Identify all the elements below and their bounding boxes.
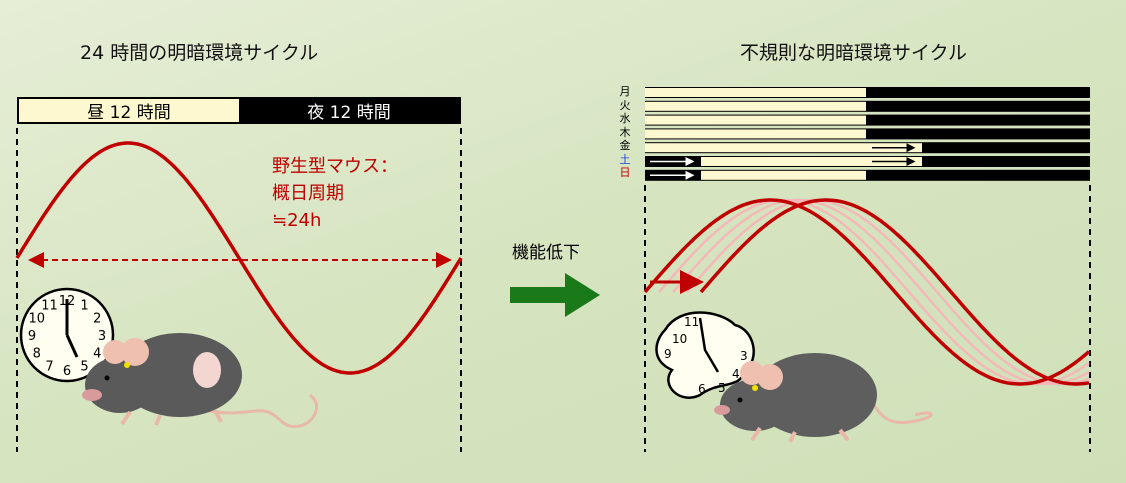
clock-number: 2 bbox=[93, 312, 101, 327]
day-segment bbox=[645, 88, 866, 97]
svg-text:9: 9 bbox=[664, 347, 672, 361]
night-segment: 夜 12 時間 bbox=[239, 99, 459, 123]
light-dark-bar: 昼 12 時間 夜 12 時間 bbox=[17, 97, 461, 124]
svg-text:6: 6 bbox=[698, 382, 706, 396]
clock-number: 8 bbox=[33, 347, 41, 362]
weekday-tue: 火 bbox=[619, 98, 631, 112]
intermediate-rhythm-curve bbox=[686, 198, 1090, 386]
svg-text:4: 4 bbox=[732, 367, 740, 381]
shifted-rhythm-curves bbox=[643, 198, 1091, 386]
day-segment bbox=[701, 170, 866, 180]
weekday-labels: 月 火 水 木 金 土 日 bbox=[618, 85, 632, 180]
svg-text:11: 11 bbox=[684, 315, 699, 329]
night-label: 夜 12 時間 bbox=[307, 103, 391, 123]
clock-icon: 121234567891011 bbox=[19, 287, 115, 383]
distorted-clock-icon: 10 11 34 56 9 bbox=[655, 311, 755, 399]
mouse-illustration bbox=[82, 333, 318, 429]
mouse-illustration bbox=[714, 353, 933, 443]
night-segment bbox=[645, 87, 1090, 98]
left-title: 24 時間の明暗環境サイクル bbox=[80, 42, 319, 64]
clock-number: 10 bbox=[28, 312, 45, 327]
right-title: 不規則な明暗環境サイクル bbox=[740, 42, 968, 64]
svg-text:3: 3 bbox=[740, 349, 748, 363]
shifted-rhythm-curve bbox=[699, 198, 1090, 386]
decline-arrow bbox=[510, 273, 600, 317]
clock-number: 4 bbox=[93, 347, 101, 362]
clock-number: 7 bbox=[45, 359, 53, 374]
clock-number: 9 bbox=[28, 329, 36, 344]
clock-hour-hand bbox=[65, 334, 79, 358]
day-segment bbox=[645, 101, 866, 111]
day-segment bbox=[701, 157, 922, 166]
decline-label: 機能低下 bbox=[512, 243, 580, 263]
intermediate-rhythm-curve bbox=[658, 198, 1090, 386]
clock-number: 3 bbox=[98, 329, 106, 344]
day-segment: 昼 12 時間 bbox=[19, 99, 239, 123]
clock-number: 1 bbox=[80, 299, 88, 314]
neuron-icon bbox=[193, 352, 221, 388]
annotation-line: 野生型マウス： bbox=[272, 156, 398, 177]
annotation-line: ≒24h bbox=[272, 210, 322, 231]
intermediate-rhythm-curve bbox=[672, 198, 1090, 386]
clock-number: 5 bbox=[80, 359, 88, 374]
weekday-wed: 水 bbox=[619, 112, 631, 125]
svg-text:10: 10 bbox=[672, 332, 687, 346]
night-segment bbox=[645, 100, 1090, 112]
clock-number: 11 bbox=[41, 299, 58, 314]
svg-text:5: 5 bbox=[718, 381, 726, 395]
annotation-line: 概日周期 bbox=[272, 183, 344, 204]
night-segment bbox=[645, 128, 1090, 140]
weekday-sat: 土 bbox=[619, 152, 631, 166]
day-segment bbox=[645, 129, 866, 139]
day-segment bbox=[645, 143, 922, 153]
day-segment bbox=[645, 115, 866, 125]
weekday-thu: 木 bbox=[619, 125, 631, 139]
clock-number: 6 bbox=[63, 364, 71, 379]
night-segment bbox=[645, 114, 1090, 126]
weekday-sun: 日 bbox=[619, 166, 631, 179]
original-rhythm-curve bbox=[643, 198, 1091, 386]
wild-type-annotation: 野生型マウス： 概日周期 ≒24h bbox=[272, 153, 398, 234]
day-label: 昼 12 時間 bbox=[87, 103, 171, 123]
weekly-light-schedule bbox=[645, 87, 1090, 181]
weekday-fri: 金 bbox=[619, 139, 631, 152]
weekday-mon: 月 bbox=[619, 85, 631, 98]
night-segment bbox=[645, 169, 1090, 181]
